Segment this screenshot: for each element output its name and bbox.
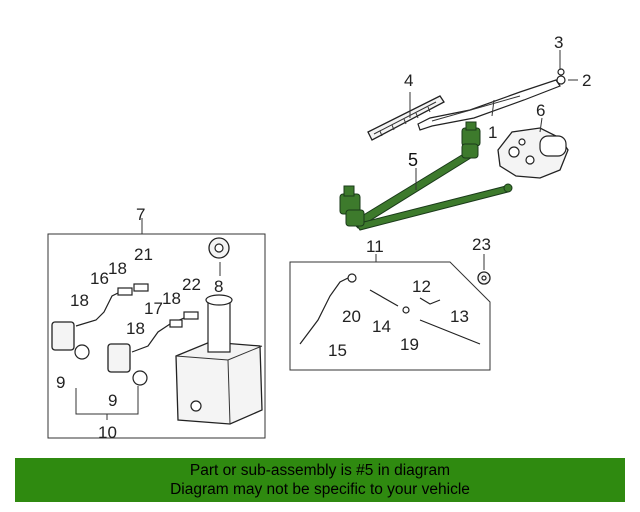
callout-22: 22 bbox=[182, 275, 201, 294]
callout-18d: 18 bbox=[162, 289, 181, 308]
callout-23: 23 bbox=[472, 235, 491, 254]
leader-lines bbox=[141, 50, 578, 276]
callout-21: 21 bbox=[134, 245, 153, 264]
grommet-23 bbox=[477, 271, 491, 285]
wiper-motor bbox=[497, 127, 569, 179]
rear-hoses bbox=[299, 273, 481, 345]
callout-9a: 9 bbox=[56, 373, 65, 392]
callout-1: 1 bbox=[488, 123, 497, 142]
info-banner: Part or sub-assembly is #5 in diagram Di… bbox=[15, 458, 625, 502]
wiper-blade bbox=[367, 95, 445, 141]
callout-14: 14 bbox=[372, 317, 391, 336]
banner-line-2: Diagram may not be specific to your vehi… bbox=[170, 481, 470, 498]
callout-19: 19 bbox=[400, 335, 419, 354]
washer-tank bbox=[175, 294, 263, 425]
callout-20: 20 bbox=[342, 307, 361, 326]
arm-nut bbox=[556, 68, 566, 85]
tank-cap bbox=[208, 237, 230, 259]
callout-2: 2 bbox=[582, 71, 591, 90]
callout-9b: 9 bbox=[108, 391, 117, 410]
callout-17: 17 bbox=[144, 299, 163, 318]
callout-18c: 18 bbox=[126, 319, 145, 338]
wiper-linkage-highlighted bbox=[339, 121, 513, 231]
washer-assembly-box bbox=[47, 233, 266, 439]
callout-16: 16 bbox=[90, 269, 109, 288]
callouts: 1 2 3 4 5 6 7 8 9 9 10 11 12 13 14 15 16… bbox=[56, 33, 591, 442]
callout-5: 5 bbox=[408, 150, 418, 170]
callout-4: 4 bbox=[404, 71, 413, 90]
bracket-10 bbox=[75, 386, 139, 420]
parts-diagram: 1 2 3 4 5 6 7 8 9 9 10 11 12 13 14 15 16… bbox=[47, 33, 591, 442]
callout-12: 12 bbox=[412, 277, 431, 296]
wiper-arm bbox=[417, 79, 561, 131]
callout-18a: 18 bbox=[108, 259, 127, 278]
callout-6: 6 bbox=[536, 101, 545, 120]
washer-hoses bbox=[75, 283, 199, 353]
callout-10: 10 bbox=[98, 423, 117, 442]
callout-3: 3 bbox=[554, 33, 563, 52]
callout-8: 8 bbox=[214, 277, 223, 296]
callout-7: 7 bbox=[136, 205, 145, 224]
callout-15: 15 bbox=[328, 341, 347, 360]
washer-nozzles bbox=[51, 321, 148, 386]
callout-18b: 18 bbox=[70, 291, 89, 310]
banner-line-1: Part or sub-assembly is #5 in diagram bbox=[189, 462, 451, 479]
callout-13: 13 bbox=[450, 307, 469, 326]
rear-washer-box bbox=[289, 261, 491, 371]
callout-11: 11 bbox=[366, 237, 384, 256]
